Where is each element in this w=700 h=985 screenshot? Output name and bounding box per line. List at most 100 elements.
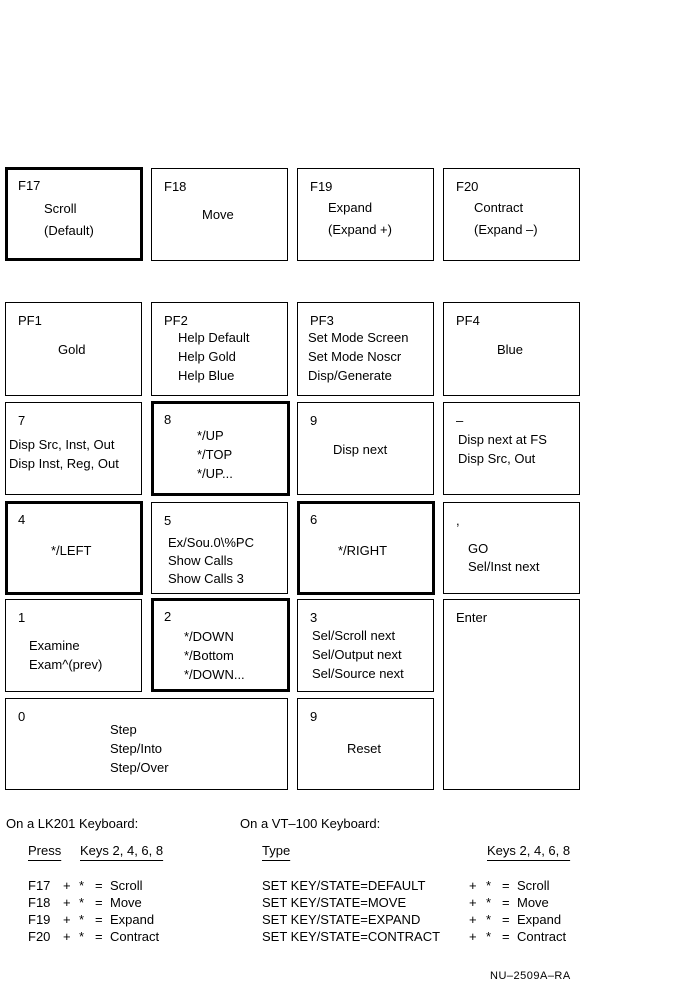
key-label: 3 [310, 610, 318, 625]
key-f20: F20 Contract (Expand –) [443, 168, 580, 261]
lk201-star: * [79, 912, 85, 927]
lk201-title: On a LK201 Keyboard: [6, 816, 139, 831]
key-function: Move [202, 207, 234, 222]
vt100-equals: = [502, 878, 510, 893]
key-function: Scroll [44, 201, 77, 216]
lk201-plus: + [63, 895, 71, 910]
key-comma: , GO Sel/Inst next [443, 502, 580, 594]
lk201-star: * [79, 878, 85, 893]
key-function: (Default) [44, 223, 94, 238]
key-pf2: PF2 Help Default Help Gold Help Blue [151, 302, 288, 396]
key-function: Contract [474, 200, 524, 215]
vt100-plus: + [469, 912, 477, 927]
key-function: Disp/Generate [308, 368, 392, 383]
vt100-action: Move [517, 895, 549, 910]
key-f19: F19 Expand (Expand +) [297, 168, 434, 261]
key-enter: Enter [443, 599, 580, 790]
key-function: */RIGHT [338, 543, 388, 558]
key-label: PF3 [310, 313, 334, 328]
key-function: Show Calls [168, 553, 234, 568]
key-label: F18 [164, 179, 187, 194]
lk201-equals: = [95, 912, 103, 927]
key-function: Blue [497, 342, 524, 357]
key-function: GO [468, 541, 489, 556]
vt100-star: * [486, 878, 492, 893]
vt100-equals: = [502, 929, 510, 944]
lk201-key: F19 [28, 912, 51, 927]
key-minus: – Disp next at FS Disp Src, Out [443, 402, 580, 495]
key-label: 6 [310, 512, 318, 527]
lk201-plus: + [63, 929, 71, 944]
lk201-press-header: Press [28, 843, 62, 858]
key-label: – [456, 413, 464, 428]
key-label: 4 [18, 512, 26, 527]
key-5: 5 Ex/Sou.0\%PC Show Calls Show Calls 3 [151, 502, 288, 594]
vt100-plus: + [469, 929, 477, 944]
key-function: Sel/Scroll next [312, 628, 396, 643]
key-function: */UP [197, 428, 224, 443]
key-label: 7 [18, 413, 26, 428]
lk201-star: * [79, 895, 85, 910]
vt100-type-header: Type [262, 843, 291, 858]
key-function: (Expand –) [474, 222, 538, 237]
key-f17: F17 Scroll (Default) [5, 167, 143, 261]
vt100-star: * [486, 895, 492, 910]
key-0: 0 Step Step/Into Step/Over [5, 698, 288, 790]
key-label: PF2 [164, 313, 188, 328]
key-f18: F18 Move [151, 168, 288, 261]
key-function: Reset [347, 741, 381, 756]
key-2: 2 */DOWN */Bottom */DOWN... [151, 598, 290, 692]
key-function: */UP... [197, 466, 233, 481]
key-7: 7 Disp Src, Inst, Out Disp Inst, Reg, Ou… [5, 402, 142, 495]
vt100-keys-header: Keys 2, 4, 6, 8 [487, 843, 571, 858]
lk201-keys-header: Keys 2, 4, 6, 8 [80, 843, 164, 858]
vt100-equals: = [502, 912, 510, 927]
key-label: 1 [18, 610, 26, 625]
lk201-key: F20 [28, 929, 51, 944]
key-function: */DOWN... [184, 667, 245, 682]
key-period: 9 Reset [297, 698, 434, 790]
key-3: 3 Sel/Scroll next Sel/Output next Sel/So… [297, 599, 434, 692]
key-label: Enter [456, 610, 488, 625]
vt100-action: Scroll [517, 878, 550, 893]
key-label: 9 [310, 413, 318, 428]
key-label: F20 [456, 179, 479, 194]
key-8: 8 */UP */TOP */UP... [151, 401, 290, 496]
key-label: PF1 [18, 313, 42, 328]
key-label: F17 [18, 178, 41, 193]
lk201-action: Move [110, 895, 142, 910]
key-label: PF4 [456, 313, 480, 328]
key-1: 1 Examine Exam^(prev) [5, 599, 142, 692]
lk201-plus: + [63, 912, 71, 927]
lk201-key: F17 [28, 878, 51, 893]
key-label: 9 [310, 709, 318, 724]
vt100-star: * [486, 912, 492, 927]
vt100-title: On a VT–100 Keyboard: [240, 816, 381, 831]
vt100-command: SET KEY/STATE=EXPAND [262, 912, 421, 927]
key-function: Set Mode Noscr [308, 349, 402, 364]
lk201-action: Expand [110, 912, 155, 927]
lk201-equals: = [95, 895, 103, 910]
lk201-star: * [79, 929, 85, 944]
key-pf1: PF1 Gold [5, 302, 142, 396]
key-function: Show Calls 3 [168, 571, 244, 586]
key-label: 0 [18, 709, 26, 724]
vt100-equals: = [502, 895, 510, 910]
vt100-action: Contract [517, 929, 567, 944]
key-function: Gold [58, 342, 86, 357]
key-function: Examine [29, 638, 80, 653]
key-function: */TOP [197, 447, 233, 462]
figure-id: NU–2509A–RA [490, 970, 571, 982]
key-function: Sel/Output next [312, 647, 402, 662]
lk201-action: Scroll [110, 878, 143, 893]
lk201-key: F18 [28, 895, 51, 910]
key-4: 4 */LEFT [5, 501, 143, 595]
key-function: Ex/Sou.0\%PC [168, 535, 254, 550]
key-function: Sel/Inst next [468, 559, 540, 574]
key-function: Disp Src, Out [458, 451, 536, 466]
key-function: */DOWN [184, 629, 234, 644]
lk201-action: Contract [110, 929, 160, 944]
key-function: Help Gold [178, 349, 236, 364]
key-function: Disp next at FS [458, 432, 547, 447]
key-function: Set Mode Screen [308, 330, 409, 345]
